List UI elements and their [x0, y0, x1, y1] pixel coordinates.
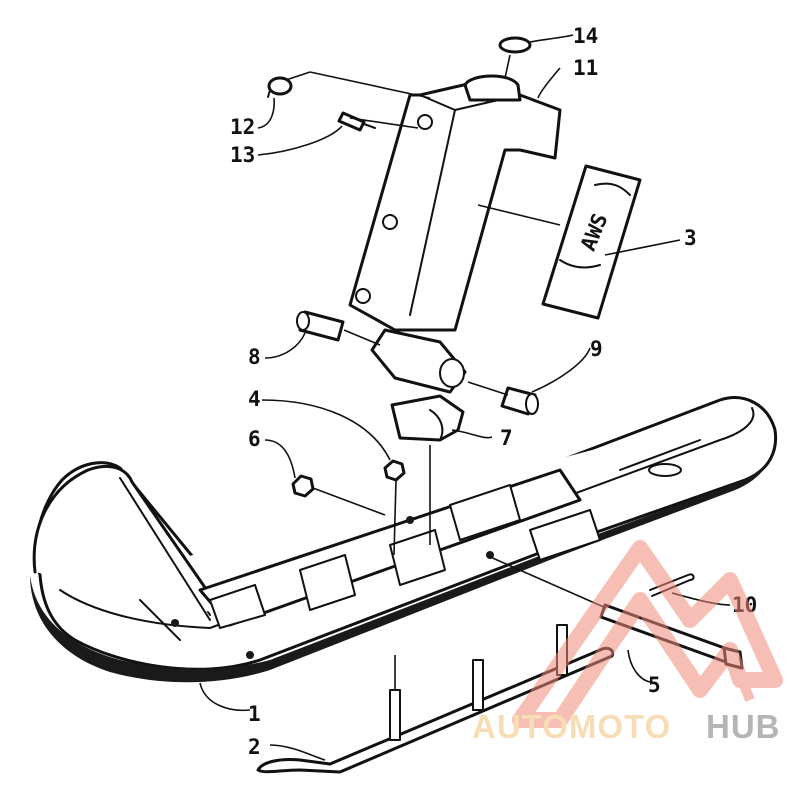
callout-4: 4 — [248, 387, 261, 411]
callout-1: 1 — [248, 702, 261, 726]
bushing-left — [296, 310, 345, 342]
cap-12 — [267, 76, 293, 98]
callout-8: 8 — [248, 345, 261, 369]
lock-nut-6 — [291, 474, 315, 498]
lock-nut-4 — [383, 459, 406, 482]
callout-13: 13 — [230, 143, 255, 167]
rubber-stop — [390, 394, 465, 442]
callout-6: 6 — [248, 427, 261, 451]
callout-14: 14 — [573, 24, 598, 48]
callout-7: 7 — [500, 426, 513, 450]
assembly-lines — [285, 54, 607, 690]
bushing-right — [500, 386, 539, 416]
callout-5: 5 — [648, 673, 661, 697]
watermark-text-automoto: AUTOMOTO — [472, 708, 671, 745]
spindle-saddle — [348, 74, 562, 394]
plug-14 — [498, 36, 532, 54]
automotohub-watermark: AUTOMOTO HUB — [472, 540, 783, 745]
aws-decal: AWS — [541, 164, 642, 320]
callout-12: 12 — [230, 115, 255, 139]
ski-body — [30, 396, 778, 683]
callout-3: 3 — [684, 226, 697, 250]
callout-11: 11 — [573, 56, 598, 80]
callout-2: 2 — [248, 735, 261, 759]
watermark-text-hub: HUB — [706, 708, 781, 745]
callout-9: 9 — [590, 337, 603, 361]
